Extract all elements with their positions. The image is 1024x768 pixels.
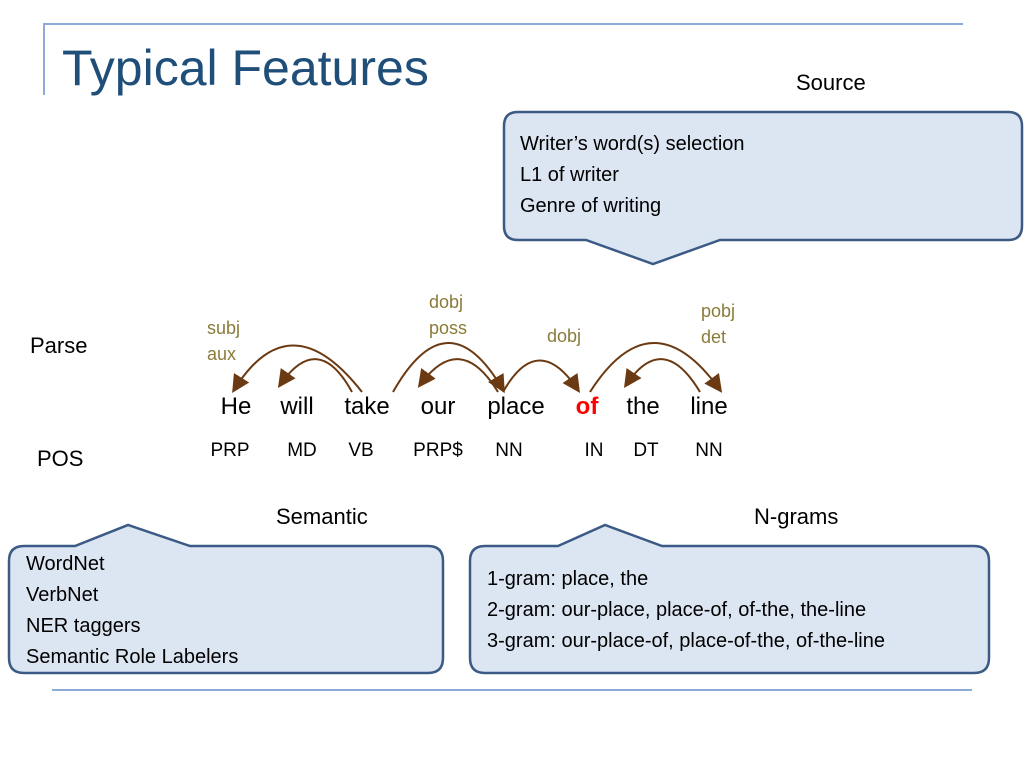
semantic-heading: Semantic	[276, 504, 368, 529]
pos-tag-prp-dollar: PRP$	[413, 440, 463, 461]
ngrams-heading: N-grams	[754, 504, 839, 529]
semantic-callout	[7, 523, 445, 675]
word-line: line	[690, 393, 728, 420]
ngrams-list: 1-gram: place, the 2-gram: our-place, pl…	[487, 564, 885, 657]
pos-tag-nn: NN	[695, 440, 723, 461]
footer-rule	[52, 689, 972, 691]
arc-take-will	[277, 358, 353, 393]
arc-label-subj-aux: subj aux	[207, 318, 241, 364]
pos-tag-nn: NN	[495, 440, 523, 461]
semantic-item: Semantic Role Labelers	[26, 646, 239, 668]
arc-label-dobj-poss: dobj poss	[429, 292, 468, 338]
parse-label: Parse	[30, 333, 88, 358]
source-callout	[502, 110, 1024, 266]
arc-place-our	[417, 358, 499, 393]
pos-tag-in: IN	[584, 440, 604, 461]
source-item: L1 of writer	[520, 164, 619, 186]
word-he: He	[220, 393, 252, 420]
word-take: take	[344, 393, 390, 420]
pos-label: POS	[37, 446, 84, 471]
ngram-item: 2-gram: our-place, place-of, of-the, the…	[487, 599, 867, 621]
ngrams-callout	[468, 523, 991, 675]
source-item: Genre of writing	[520, 195, 662, 217]
arc-place-of	[502, 359, 580, 393]
ngram-item: 3-gram: our-place-of, place-of-the, of-t…	[487, 630, 885, 652]
pos-tag-md: MD	[287, 440, 317, 461]
word-will: will	[280, 393, 314, 420]
source-heading: Source	[796, 70, 866, 95]
semantic-list: WordNet VerbNet NER taggers Semantic Rol…	[26, 549, 238, 673]
arc-label-pobj-det: pobj det	[701, 301, 736, 347]
semantic-item: VerbNet	[26, 584, 99, 606]
arc-line-the	[623, 358, 701, 393]
pos-tag-vb: VB	[348, 440, 374, 461]
word-our: our	[420, 393, 456, 420]
word-place: place	[487, 393, 545, 420]
pos-tag-dt: DT	[633, 440, 659, 461]
page-title: Typical Features	[62, 40, 429, 96]
source-item: Writer’s word(s) selection	[520, 133, 745, 155]
word-of-highlighted: of	[575, 393, 599, 420]
source-list: Writer’s word(s) selection L1 of writer …	[520, 129, 745, 222]
arc-take-place	[392, 342, 505, 394]
word-the: the	[626, 393, 660, 420]
title-rule-left	[43, 23, 45, 95]
pos-tag-prp: PRP	[210, 440, 250, 461]
semantic-item: WordNet	[26, 553, 105, 575]
semantic-item: NER taggers	[26, 615, 141, 637]
ngram-item: 1-gram: place, the	[487, 568, 649, 590]
arc-label-dobj: dobj	[547, 326, 582, 346]
arc-of-line	[589, 342, 723, 393]
title-rule-top	[43, 23, 963, 25]
arc-take-he	[232, 344, 363, 394]
